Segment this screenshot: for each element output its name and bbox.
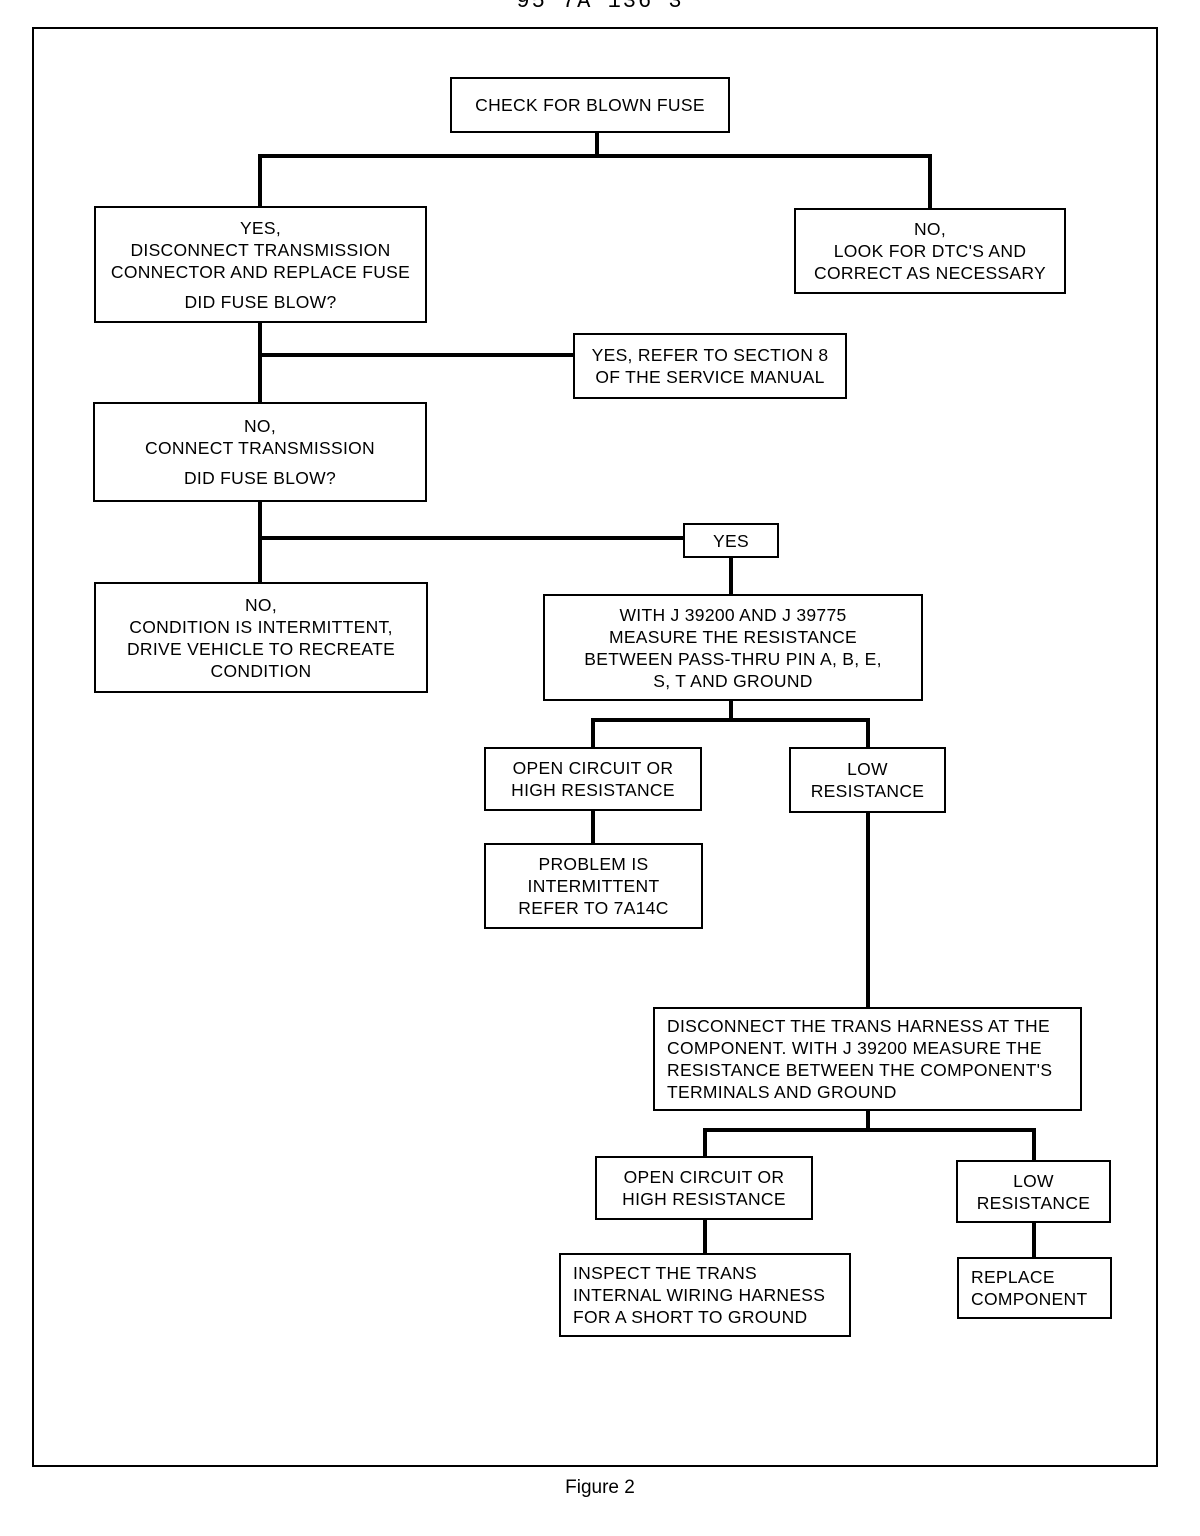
node-text-line: BETWEEN PASS-THRU PIN A, B, E, bbox=[584, 648, 882, 669]
node-text-line: RESISTANCE bbox=[976, 1192, 1091, 1213]
node-text-line: INTERMITTENT bbox=[527, 876, 660, 896]
node-text-line: RESISTANCE BETWEEN THE COMPONENT'S bbox=[667, 1060, 1053, 1080]
node-text-line: FOR A SHORT TO GROUND bbox=[573, 1307, 808, 1327]
node-no-connect-transmission: NO,CONNECT TRANSMISSION DID FUSE BLOW? bbox=[93, 402, 427, 502]
node-text-line: INSPECT THE TRANS bbox=[573, 1263, 758, 1283]
node-text-line: NO, bbox=[913, 219, 946, 239]
node-text-line: YES, REFER TO SECTION 8 bbox=[591, 345, 829, 365]
node-text-line: MEASURE THE RESISTANCE bbox=[608, 626, 858, 647]
node-text-line: LOW bbox=[847, 759, 888, 779]
node-text-line: S, T AND GROUND bbox=[653, 670, 813, 691]
node-check-blown-fuse: CHECK FOR BLOWN FUSE bbox=[450, 77, 730, 133]
node-text-line: DISCONNECT TRANSMISSION bbox=[130, 239, 391, 260]
figure-frame bbox=[32, 27, 1158, 1467]
node-text-line: HIGH RESISTANCE bbox=[511, 780, 675, 800]
node-text-line: RESISTANCE bbox=[810, 781, 925, 801]
node-text-line: CONNECT TRANSMISSION bbox=[145, 438, 375, 458]
node-text-line: YES, bbox=[239, 217, 282, 238]
node-text-line: CONDITION bbox=[210, 660, 312, 681]
node-no-condition-intermittent: NO,CONDITION IS INTERMITTENT,DRIVE VEHIC… bbox=[94, 582, 428, 693]
node-text-line: CHECK FOR BLOWN FUSE bbox=[475, 95, 705, 115]
node-text-line: CORRECT AS NECESSARY bbox=[814, 263, 1046, 283]
node-text-line: COMPONENT. WITH J 39200 MEASURE THE bbox=[667, 1038, 1042, 1058]
node-text-line: LOOK FOR DTC'S AND bbox=[833, 241, 1027, 261]
node-text-line: REFER TO 7A14C bbox=[518, 898, 669, 918]
node-text-line: OF THE SERVICE MANUAL bbox=[595, 367, 825, 387]
node-text-line: DISCONNECT THE TRANS HARNESS AT THE bbox=[667, 1016, 1050, 1036]
node-text-line: LOW bbox=[1013, 1170, 1054, 1191]
node-text-line: COMPONENT bbox=[971, 1289, 1088, 1309]
node-text-line: HIGH RESISTANCE bbox=[622, 1189, 786, 1209]
page-code-header: 95 7A 136 3 bbox=[516, 0, 684, 14]
figure-caption: Figure 2 bbox=[565, 1477, 635, 1498]
node-text-line: DID FUSE BLOW? bbox=[183, 468, 336, 488]
node-text-line: OPEN CIRCUIT OR bbox=[512, 758, 674, 778]
node-text-line: REPLACE bbox=[971, 1267, 1055, 1287]
node-text-line: YES bbox=[713, 530, 749, 551]
node-text-line: INTERNAL WIRING HARNESS bbox=[573, 1285, 826, 1305]
node-text-line: CONNECTOR AND REPLACE FUSE bbox=[110, 261, 411, 282]
node-text-line: PROBLEM IS bbox=[538, 854, 649, 874]
node-yes-label: YES bbox=[683, 523, 779, 558]
node-text-line: DID FUSE BLOW? bbox=[184, 291, 337, 312]
node-text-line: NO, bbox=[244, 594, 277, 615]
node-text-line: DRIVE VEHICLE TO RECREATE bbox=[126, 638, 396, 659]
node-text-line: TERMINALS AND GROUND bbox=[667, 1082, 897, 1102]
node-text-line: OPEN CIRCUIT OR bbox=[623, 1167, 785, 1187]
node-text-line: NO, bbox=[243, 416, 276, 436]
node-text-line: CONDITION IS INTERMITTENT, bbox=[129, 616, 393, 637]
node-text-line: WITH J 39200 AND J 39775 bbox=[619, 604, 847, 625]
